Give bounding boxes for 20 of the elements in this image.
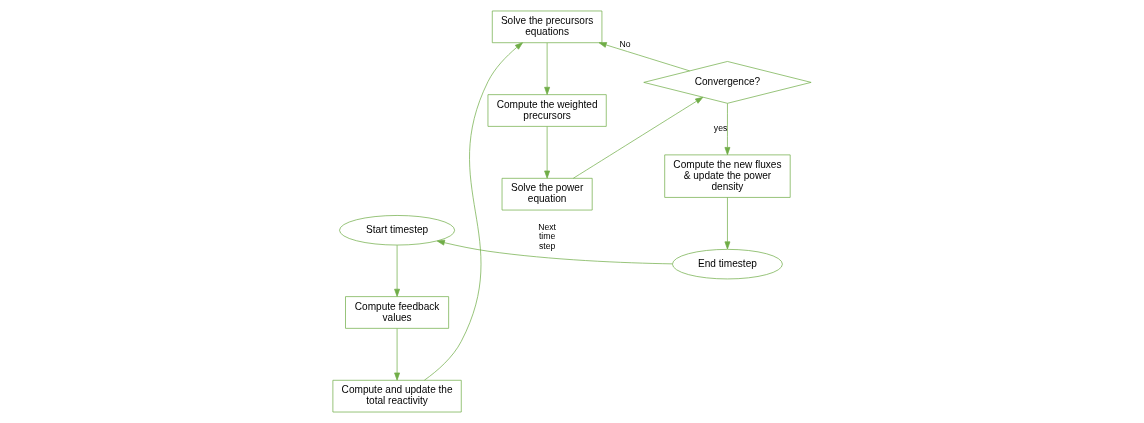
node-ellipse: End timestep bbox=[672, 249, 783, 280]
edge-label: No bbox=[619, 39, 631, 50]
node-box: Compute the new fluxes & update the power density bbox=[664, 154, 791, 198]
node-box: Solve the precursors equations bbox=[491, 10, 603, 44]
arrow bbox=[424, 42, 523, 381]
arrow bbox=[394, 328, 400, 381]
arrow bbox=[724, 103, 731, 155]
edge-label: Next time step bbox=[538, 221, 557, 251]
node-box: Compute and update the total reactivity bbox=[332, 379, 462, 413]
arrow bbox=[436, 239, 673, 265]
node-box: Compute the weighted precursors bbox=[487, 94, 607, 127]
arrow bbox=[394, 244, 400, 297]
arrow bbox=[724, 197, 731, 250]
arrow bbox=[598, 42, 690, 72]
node-box: Solve the power equation bbox=[501, 177, 593, 211]
arrow bbox=[572, 97, 704, 179]
node-box: Compute feedback values bbox=[345, 296, 450, 329]
arrow bbox=[544, 126, 550, 179]
arrow bbox=[544, 42, 550, 95]
edge-label: yes bbox=[713, 123, 728, 134]
